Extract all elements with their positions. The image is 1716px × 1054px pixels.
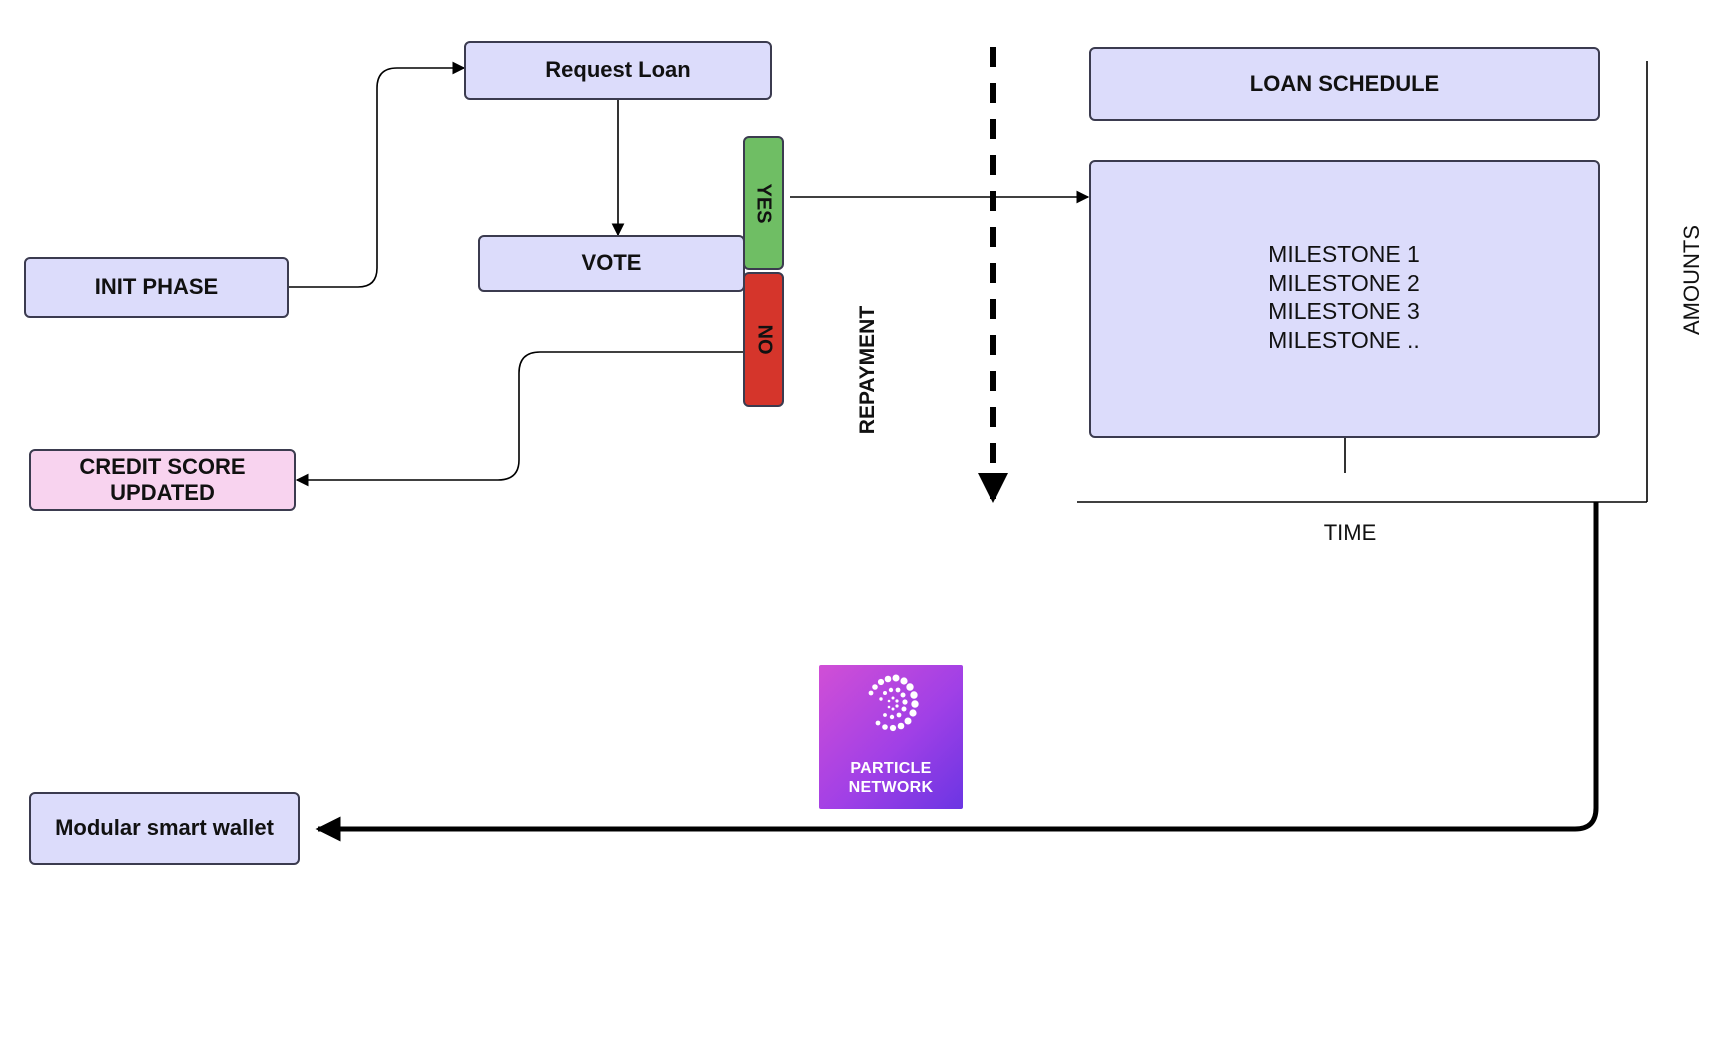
loan-schedule-title: LOAN SCHEDULE (1249, 70, 1440, 96)
modular-wallet-box[interactable]: Modular smart wallet (29, 792, 300, 865)
milestone-list: MILESTONE 1 MILESTONE 2 MILESTONE 3 MILE… (1089, 240, 1599, 354)
schedule-to-wallet-connector (315, 502, 1599, 842)
credit-score-line1: CREDIT SCORE (79, 453, 246, 479)
credit-score-line2: UPDATED (110, 480, 215, 505)
vote-box[interactable]: VOTE (478, 235, 745, 292)
amounts-axis-label: AMOUNTS (1679, 225, 1704, 335)
no-option[interactable]: NO (743, 272, 784, 407)
yes-label: YES (753, 182, 775, 224)
milestone-item: MILESTONE 1 (1268, 241, 1420, 267)
yes-option[interactable]: YES (743, 136, 784, 270)
no-label: NO (753, 324, 775, 355)
no-to-credit-connector (295, 351, 744, 487)
time-axis-label: TIME (1323, 520, 1377, 545)
loan-schedule-title-box[interactable]: LOAN SCHEDULE (1089, 47, 1600, 121)
logo-line2: NETWORK (848, 779, 934, 796)
logo-line1: PARTICLE (850, 760, 932, 777)
init-phase-label: INIT PHASE (94, 274, 219, 300)
particle-network-wordmark: PARTICLE NETWORK (819, 759, 963, 797)
init-to-request-connector (289, 61, 466, 288)
request-loan-box[interactable]: Request Loan (464, 41, 772, 100)
milestones-box[interactable] (1089, 160, 1600, 438)
modular-wallet-label: Modular smart wallet (55, 815, 274, 841)
milestone-item: MILESTONE 3 (1268, 298, 1420, 324)
milestone-item: MILESTONE 2 (1268, 269, 1420, 296)
particle-network-logo: PARTICLE NETWORK (819, 665, 963, 809)
repayment-label: REPAYMENT (856, 305, 879, 435)
credit-score-label: CREDIT SCORE UPDATED (79, 454, 245, 507)
init-phase-box[interactable]: INIT PHASE (24, 257, 289, 318)
request-loan-label: Request Loan (545, 57, 691, 83)
vote-label: VOTE (581, 250, 642, 276)
credit-score-box[interactable]: CREDIT SCORE UPDATED (29, 449, 296, 511)
milestone-item: MILESTONE .. (1268, 326, 1420, 353)
particle-swirl-icon (868, 674, 919, 732)
